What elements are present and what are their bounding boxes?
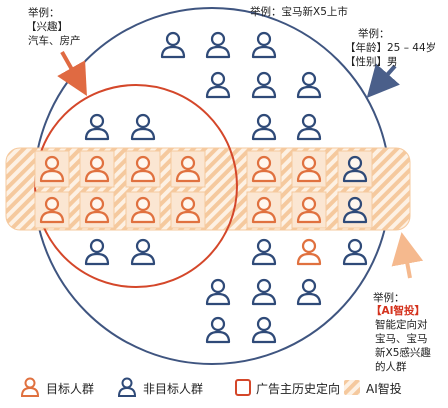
arrow-interest (57, 51, 87, 96)
non-target-person-icon (205, 316, 231, 344)
target-person-icon (246, 191, 282, 229)
legend-target-label: 目标人群 (46, 381, 95, 396)
non-target-person-icon (251, 278, 277, 306)
legend-non-target-label: 非目标人群 (143, 381, 204, 396)
example-age: 【年龄】25 – 44岁 (345, 42, 437, 54)
legend-non-target: 非目标人群 (137, 376, 203, 400)
target-person-icon (125, 150, 161, 188)
example-interest-label: 举例： (28, 7, 60, 19)
non-target-person-icon (84, 238, 110, 266)
non-target-person-icon (205, 278, 231, 306)
target-person-icon (34, 191, 70, 229)
legend-history: 广告主历史定向 (250, 376, 340, 400)
arrow-demographic (366, 63, 400, 98)
example-interest-tag: 【兴趣】 (26, 21, 68, 33)
legend-history-icon (235, 379, 251, 396)
non-target-person-icon (296, 71, 322, 99)
non-target-person-icon (296, 113, 322, 141)
non-target-person-icon (205, 31, 231, 59)
example-demographic-label: 举例： (358, 28, 390, 40)
legend-non-target-icon (117, 377, 137, 397)
non-target-person-icon (130, 238, 156, 266)
target-person-icon (296, 238, 322, 266)
example-ai-label: 举例： (373, 292, 405, 304)
example-ai-desc-1: 智能定向对 (375, 319, 428, 331)
legend-ai-label: AI智投 (366, 381, 402, 396)
non-target-person-icon (296, 278, 322, 306)
non-target-person-icon (84, 113, 110, 141)
example-gender: 【性别】男 (345, 56, 398, 68)
example-interest-value: 汽车、房产 (28, 35, 81, 47)
non-target-person-icon (251, 113, 277, 141)
target-person-icon (291, 150, 327, 188)
non-target-person-icon (251, 316, 277, 344)
non-target-person-icon (251, 71, 277, 99)
target-person-icon (79, 191, 115, 229)
non-target-person-icon (337, 150, 373, 188)
target-person-icon (291, 191, 327, 229)
non-target-person-icon (251, 238, 277, 266)
example-ai-desc-4: 的人群 (375, 361, 407, 373)
target-person-icon (125, 191, 161, 229)
example-ai-desc-2: 宝马、宝马 (375, 333, 428, 345)
example-top-text: 举例：宝马新X5上市 (250, 6, 348, 18)
arrow-ai (391, 232, 424, 279)
non-target-person-icon (160, 31, 186, 59)
non-target-person-icon (342, 238, 368, 266)
legend-target: 目标人群 (40, 376, 94, 400)
example-ai-title: 【AI智投】 (371, 305, 426, 317)
target-person-icon (170, 191, 206, 229)
target-person-icon (170, 150, 206, 188)
non-target-person-icon (130, 113, 156, 141)
legend-ai-icon (344, 380, 360, 395)
target-person-icon (34, 150, 70, 188)
non-target-person-icon (205, 71, 231, 99)
non-target-person-icon (337, 191, 373, 229)
target-person-icon (246, 150, 282, 188)
non-target-person-icon (251, 31, 277, 59)
legend-history-label: 广告主历史定向 (256, 381, 341, 396)
target-person-icon (79, 150, 115, 188)
legend-ai: AI智投 (360, 376, 402, 400)
legend-target-icon (20, 377, 40, 397)
example-ai-desc-3: 新X5感兴趣 (375, 347, 431, 359)
